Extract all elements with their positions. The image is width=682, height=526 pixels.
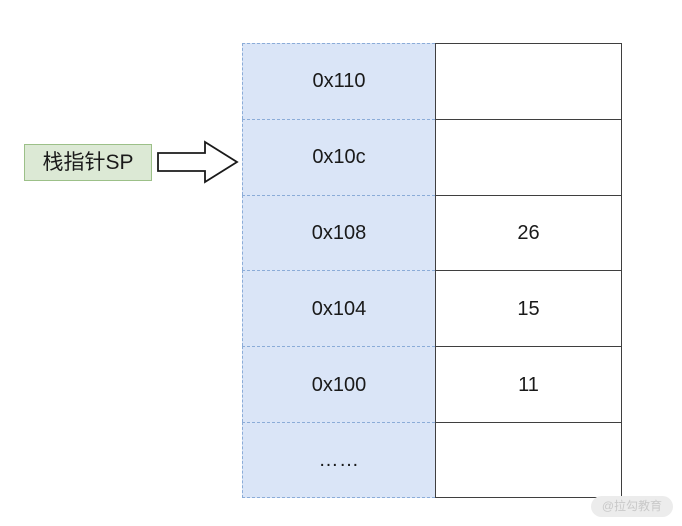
address-value: 0x104 <box>311 297 367 320</box>
address-value: 0x108 <box>311 222 367 245</box>
address-cell: …… <box>242 422 435 498</box>
table-row: 0x10c <box>242 118 622 195</box>
table-row: 0x108 26 <box>242 194 622 271</box>
address-value: 0x110 <box>312 70 366 93</box>
value-cell: 26 <box>435 194 622 271</box>
address-value: 0x100 <box>311 373 367 396</box>
address-value-ellipsis: …… <box>318 449 360 472</box>
stack-slot-value: 11 <box>518 373 539 396</box>
stack-pointer-label: 栈指针SP <box>24 144 152 181</box>
stack-pointer-label-text: 栈指针SP <box>42 151 134 174</box>
address-cell: 0x108 <box>242 194 435 271</box>
value-cell: 11 <box>435 346 622 423</box>
table-row: 0x104 15 <box>242 270 622 347</box>
address-value: 0x10c <box>312 146 366 169</box>
right-block-arrow-icon <box>157 140 239 184</box>
value-cell <box>435 422 622 498</box>
address-cell: 0x104 <box>242 270 435 347</box>
address-cell: 0x10c <box>242 118 435 195</box>
stack-slot-value: 15 <box>517 297 540 320</box>
table-row: 0x110 <box>242 43 622 119</box>
address-cell: 0x110 <box>242 43 435 119</box>
address-cell: 0x100 <box>242 346 435 423</box>
value-cell: 15 <box>435 270 622 347</box>
table-row: …… <box>242 422 622 498</box>
value-cell <box>435 118 622 195</box>
watermark-text: @拉勾教育 <box>601 499 662 513</box>
value-cell <box>435 43 622 119</box>
table-row: 0x100 11 <box>242 346 622 423</box>
stack-slot-value: 26 <box>517 222 540 245</box>
watermark: @拉勾教育 <box>590 496 673 517</box>
memory-table: 0x110 0x10c 0x108 26 0x104 <box>242 43 622 498</box>
